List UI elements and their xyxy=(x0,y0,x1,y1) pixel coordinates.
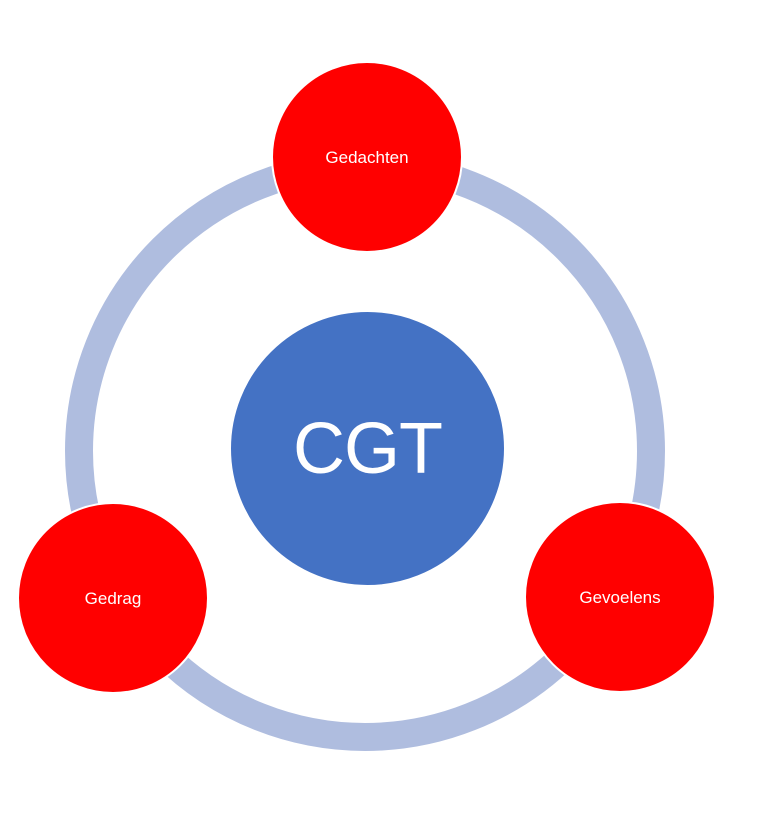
center-node-cgt: CGT xyxy=(229,310,506,587)
node-label: Gedachten xyxy=(325,147,409,167)
node-label: Gedrag xyxy=(84,588,142,608)
node-gevoelens: Gevoelens xyxy=(524,501,716,693)
node-gedrag: Gedrag xyxy=(17,502,209,694)
node-gedachten: Gedachten xyxy=(271,61,463,253)
center-node-label: CGT xyxy=(293,408,443,489)
node-label: Gevoelens xyxy=(579,587,661,607)
